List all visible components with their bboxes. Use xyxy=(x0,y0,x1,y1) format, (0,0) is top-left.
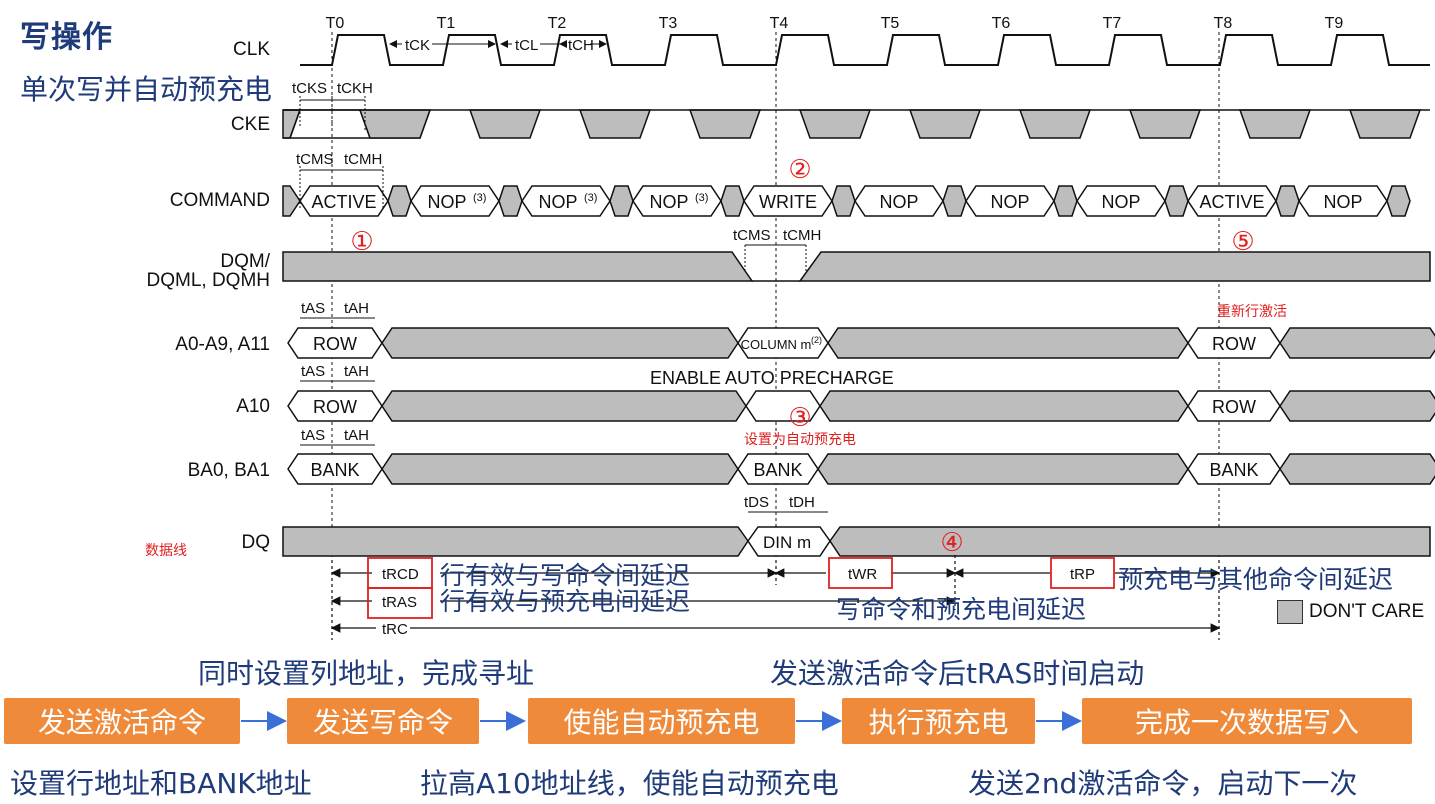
tas-label-3: tAS xyxy=(301,427,325,444)
tckh-label: tCKH xyxy=(337,80,373,97)
addr-row-2: ROW xyxy=(1212,334,1256,354)
enable-auto-precharge-label: ENABLE AUTO PRECHARGE xyxy=(650,368,894,388)
clock-tick-t1: T1 xyxy=(437,15,456,32)
command-10: NOP xyxy=(1323,192,1362,212)
signal-label-command: COMMAND xyxy=(170,190,270,211)
tds-label: tDS xyxy=(744,494,769,511)
ba-bank-2: BANK xyxy=(753,460,802,480)
address-waveforms: ROW ROW COLUMN m(2) ROW ROW BANK BANK BANK xyxy=(287,327,1435,485)
command-8: NOP xyxy=(1101,192,1140,212)
signal-label-a10: A10 xyxy=(236,396,270,417)
tcl-label: tCL xyxy=(515,37,538,54)
data-line-note: 数据线 xyxy=(145,543,187,559)
tas-label: tAS xyxy=(301,300,325,317)
flow-step-5: 完成一次数据写入 xyxy=(1082,698,1412,744)
bottom-note-1: 设置行地址和BANK地址 xyxy=(10,767,312,800)
trp-label: tRP xyxy=(1070,566,1095,583)
marker-4: ④ xyxy=(940,528,963,558)
dq-waveform: DIN m xyxy=(282,526,1431,557)
trc-label: tRC xyxy=(382,621,408,638)
reactivate-note: 重新行激活 xyxy=(1217,303,1287,320)
flow-step-3: 使能自动预充电 xyxy=(528,698,795,744)
marker-2: ② xyxy=(788,155,811,185)
ba-bank: BANK xyxy=(310,460,359,480)
marker-3: ③ xyxy=(788,403,811,433)
legend: DON'T CARE xyxy=(1277,600,1424,624)
bottom-note-3: 发送2nd激活命令，启动下一次 xyxy=(968,767,1358,800)
command-6: NOP xyxy=(879,192,918,212)
clock-tick-t0: T0 xyxy=(326,15,345,32)
command-2: NOP xyxy=(427,192,466,212)
clock-tick-t5: T5 xyxy=(881,15,900,32)
addr-column: COLUMN m xyxy=(741,337,812,352)
twr-label: tWR xyxy=(848,566,877,583)
tcmh-label: tCMH xyxy=(344,151,382,168)
flow-step-2: 发送写命令 xyxy=(287,698,479,744)
tdh-label: tDH xyxy=(789,494,815,511)
legend-label: DON'T CARE xyxy=(1309,601,1425,622)
flow-step-4: 执行预充电 xyxy=(842,698,1035,744)
tah-label: tAH xyxy=(344,300,369,317)
page-title: 写操作 xyxy=(20,20,113,55)
tras-note: 行有效与预充电间延迟 xyxy=(440,587,690,616)
signal-label-dqml: DQML, DQMH xyxy=(147,270,271,291)
cke-waveform xyxy=(282,109,1430,139)
command-7: NOP xyxy=(990,192,1029,212)
signal-label-cke: CKE xyxy=(231,114,270,135)
tah-label-3: tAH xyxy=(344,427,369,444)
trcd-label: tRCD xyxy=(382,566,419,583)
trcd-note: 行有效与写命令间延迟 xyxy=(440,561,690,590)
command-1: ACTIVE xyxy=(311,192,376,212)
addr-row: ROW xyxy=(313,334,357,354)
tas-label-2: tAS xyxy=(301,363,325,380)
signal-label-addr: A0-A9, A11 xyxy=(175,334,270,355)
clock-tick-t6: T6 xyxy=(992,15,1011,32)
signal-label-dqm: DQM/ xyxy=(220,251,270,272)
column-superscript: (2) xyxy=(811,335,822,345)
tcms-label-2: tCMS xyxy=(733,227,771,244)
command-4: NOP xyxy=(649,192,688,212)
signal-label-clk: CLK xyxy=(233,39,270,60)
page-subtitle: 单次写并自动预充电 xyxy=(20,73,273,106)
flow-step-1: 发送激活命令 xyxy=(4,698,240,744)
signal-label-dq: DQ xyxy=(242,532,271,553)
clock-tick-t7: T7 xyxy=(1103,15,1122,32)
twr-note: 写命令和预充电间延迟 xyxy=(836,595,1086,624)
clock-tick-t2: T2 xyxy=(548,15,567,32)
command-5: WRITE xyxy=(759,192,817,212)
marker-1: ① xyxy=(350,227,373,257)
dont-care-swatch xyxy=(1277,600,1303,624)
clock-tick-t4: T4 xyxy=(770,15,789,32)
command-3: NOP xyxy=(538,192,577,212)
din-value: DIN m xyxy=(763,533,811,552)
marker-5: ⑤ xyxy=(1231,227,1254,257)
clk-waveform xyxy=(300,34,1430,66)
tcms-label: tCMS xyxy=(296,151,334,168)
tcks-label: tCKS xyxy=(292,80,327,97)
nop-superscript: (3) xyxy=(695,192,708,204)
tcmh-label-2: tCMH xyxy=(783,227,821,244)
trp-note: 预充电与其他命令间延迟 xyxy=(1118,565,1393,594)
tah-label-2: tAH xyxy=(344,363,369,380)
nop-superscript: (3) xyxy=(473,192,486,204)
clock-tick-t9: T9 xyxy=(1325,15,1344,32)
dqm-waveform xyxy=(282,251,1431,282)
tras-label: tRAS xyxy=(382,594,417,611)
clock-tick-t3: T3 xyxy=(659,15,678,32)
tch-label: tCH xyxy=(568,37,594,54)
a10-row: ROW xyxy=(313,397,357,417)
nop-superscript: (3) xyxy=(584,192,597,204)
bottom-note-2: 拉高A10地址线，使能自动预充电 xyxy=(420,767,839,800)
a10-row-2: ROW xyxy=(1212,397,1256,417)
clock-tick-t8: T8 xyxy=(1214,15,1233,32)
top-note-1: 同时设置列地址，完成寻址 xyxy=(198,657,535,690)
set-auto-precharge-note: 设置为自动预充电 xyxy=(744,432,856,448)
signal-label-ba: BA0, BA1 xyxy=(188,460,270,481)
command-9: ACTIVE xyxy=(1199,192,1264,212)
command-waveform: ACTIVE NOP (3) NOP (3) NOP (3) WRITE NOP NOP NOP AC… xyxy=(282,185,1411,217)
tck-label: tCK xyxy=(405,37,430,54)
ba-bank-3: BANK xyxy=(1209,460,1258,480)
top-note-2: 发送激活命令后tRAS时间启动 xyxy=(770,657,1145,690)
